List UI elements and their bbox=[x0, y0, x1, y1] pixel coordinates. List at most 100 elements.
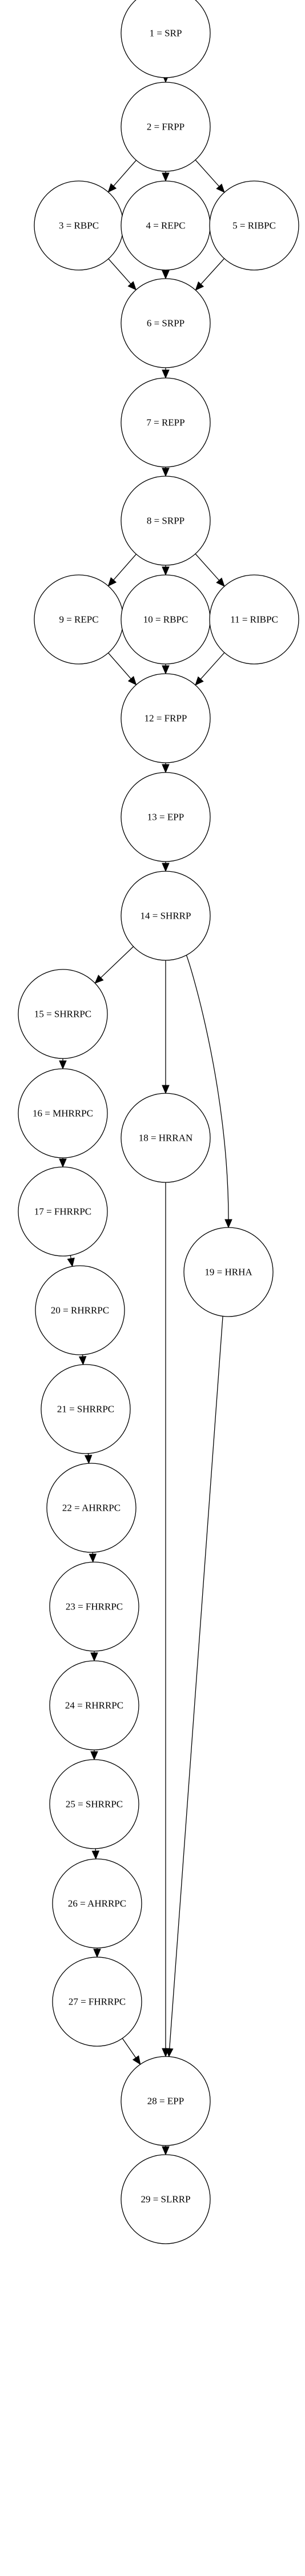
edge-5-6 bbox=[195, 258, 225, 291]
node-10: 10 = RBPC bbox=[121, 574, 211, 665]
node-label: 7 = REPP bbox=[146, 417, 184, 428]
node-19: 19 = HRHA bbox=[183, 1227, 274, 1317]
edge-13-14 bbox=[162, 862, 170, 872]
edge-14-15 bbox=[94, 946, 134, 984]
edge-26-27 bbox=[93, 1948, 101, 1958]
node-circle bbox=[52, 1858, 142, 1949]
node-24: 24 = RHRRPC bbox=[49, 1660, 139, 1750]
node-8: 8 = SRPP bbox=[121, 476, 211, 566]
node-label: 19 = HRHA bbox=[204, 1267, 252, 1278]
node-label: 14 = SHRRP bbox=[141, 911, 191, 921]
edge-10-12 bbox=[162, 664, 170, 675]
node-label: 2 = FRPP bbox=[147, 122, 184, 132]
node-label: 12 = FRPP bbox=[145, 713, 187, 724]
node-label: 28 = EPP bbox=[147, 2096, 184, 2107]
edge-28-29 bbox=[162, 2146, 170, 2156]
node-circle bbox=[49, 1561, 139, 1652]
node-label: 6 = SRPP bbox=[147, 318, 184, 329]
node-circle bbox=[49, 1660, 139, 1750]
edge-arrowhead bbox=[166, 2048, 174, 2058]
node-label: 17 = FHRRPC bbox=[34, 1206, 91, 1217]
node-label: 21 = SHRRPC bbox=[57, 1404, 114, 1415]
edge-arrowhead bbox=[90, 1751, 98, 1761]
edge-arrowhead bbox=[90, 1652, 98, 1662]
edge-arrowhead bbox=[59, 1158, 67, 1168]
node-circle bbox=[183, 1227, 274, 1317]
edge-9-12 bbox=[107, 653, 137, 686]
edge-line bbox=[195, 553, 220, 581]
edge-arrowhead bbox=[93, 1949, 101, 1958]
edge-line bbox=[200, 258, 225, 285]
edge-8-10 bbox=[162, 565, 170, 576]
edge-arrowhead bbox=[162, 172, 170, 182]
edge-line bbox=[169, 1316, 223, 2049]
edge-line bbox=[200, 652, 225, 679]
node-13: 13 = EPP bbox=[121, 772, 211, 862]
node-circle bbox=[121, 476, 211, 566]
node-circle bbox=[41, 1364, 131, 1454]
node-23: 23 = FHRRPC bbox=[49, 1561, 139, 1652]
node-circle bbox=[121, 2056, 211, 2146]
node-11: 11 = RIBPC bbox=[209, 574, 299, 665]
edge-25-26 bbox=[91, 1848, 100, 1860]
edge-arrowhead bbox=[162, 270, 170, 280]
node-5: 5 = RIBPC bbox=[209, 180, 299, 271]
edge-12-13 bbox=[162, 763, 170, 774]
edge-arrowhead bbox=[195, 281, 204, 291]
node-22: 22 = AHRRPC bbox=[46, 1463, 137, 1553]
edge-arrowhead bbox=[162, 1085, 170, 1094]
edge-line bbox=[107, 653, 131, 679]
node-26: 26 = AHRRPC bbox=[52, 1858, 142, 1949]
node-label: 8 = SRPP bbox=[147, 516, 184, 526]
edge-arrowhead bbox=[224, 1219, 232, 1229]
edge-24-25 bbox=[90, 1750, 98, 1761]
node-label: 13 = EPP bbox=[147, 812, 184, 823]
edge-21-22 bbox=[84, 1453, 93, 1464]
node-label: 29 = SLRRP bbox=[141, 2194, 190, 2205]
edge-line bbox=[108, 258, 131, 284]
edge-arrowhead bbox=[162, 863, 170, 872]
edge-4-6 bbox=[162, 270, 170, 280]
node-circle bbox=[121, 871, 211, 961]
node-circle bbox=[209, 180, 299, 271]
edge-16-17 bbox=[59, 1158, 67, 1168]
node-circle bbox=[46, 1463, 137, 1553]
node-label: 22 = AHRRPC bbox=[62, 1503, 121, 1514]
node-circle bbox=[18, 1166, 108, 1257]
edge-27-28 bbox=[122, 2038, 141, 2065]
edge-11-12 bbox=[195, 652, 225, 686]
edges-layer bbox=[59, 74, 232, 2156]
edge-8-9 bbox=[107, 554, 137, 587]
edge-6-7 bbox=[162, 368, 170, 379]
node-18: 18 = HRRAN bbox=[121, 1093, 211, 1183]
edge-arrowhead bbox=[162, 665, 170, 675]
edge-arrowhead bbox=[132, 2055, 141, 2065]
node-label: 15 = SHRRPC bbox=[34, 1009, 91, 1020]
node-label: 27 = FHRRPC bbox=[69, 1997, 126, 2007]
node-14: 14 = SHRRP bbox=[121, 871, 211, 961]
edge-20-21 bbox=[78, 1354, 87, 1366]
edge-2-3 bbox=[107, 160, 137, 193]
node-label: 25 = SHRRPC bbox=[66, 1799, 123, 1810]
edge-2-5 bbox=[195, 159, 225, 193]
edge-arrowhead bbox=[89, 1553, 97, 1563]
node-25: 25 = SHRRPC bbox=[49, 1759, 139, 1849]
node-28: 28 = EPP bbox=[121, 2056, 211, 2146]
node-12: 12 = FRPP bbox=[121, 673, 211, 763]
edge-line bbox=[70, 1255, 71, 1259]
node-20: 20 = RHRRPC bbox=[35, 1265, 125, 1355]
edge-arrowhead bbox=[195, 676, 204, 686]
node-9: 9 = REPC bbox=[34, 574, 124, 665]
edge-22-23 bbox=[89, 1552, 97, 1563]
node-15: 15 = SHRRPC bbox=[18, 969, 108, 1059]
node-circle bbox=[18, 969, 108, 1059]
node-label: 18 = HRRAN bbox=[139, 1133, 193, 1144]
node-label: 9 = REPC bbox=[59, 614, 98, 625]
edge-18-28 bbox=[162, 1182, 170, 2058]
edge-8-11 bbox=[195, 553, 225, 587]
edge-line bbox=[122, 2038, 137, 2058]
node-label: 16 = MHRRPC bbox=[33, 1108, 93, 1119]
edge-19-28 bbox=[166, 1316, 223, 2058]
